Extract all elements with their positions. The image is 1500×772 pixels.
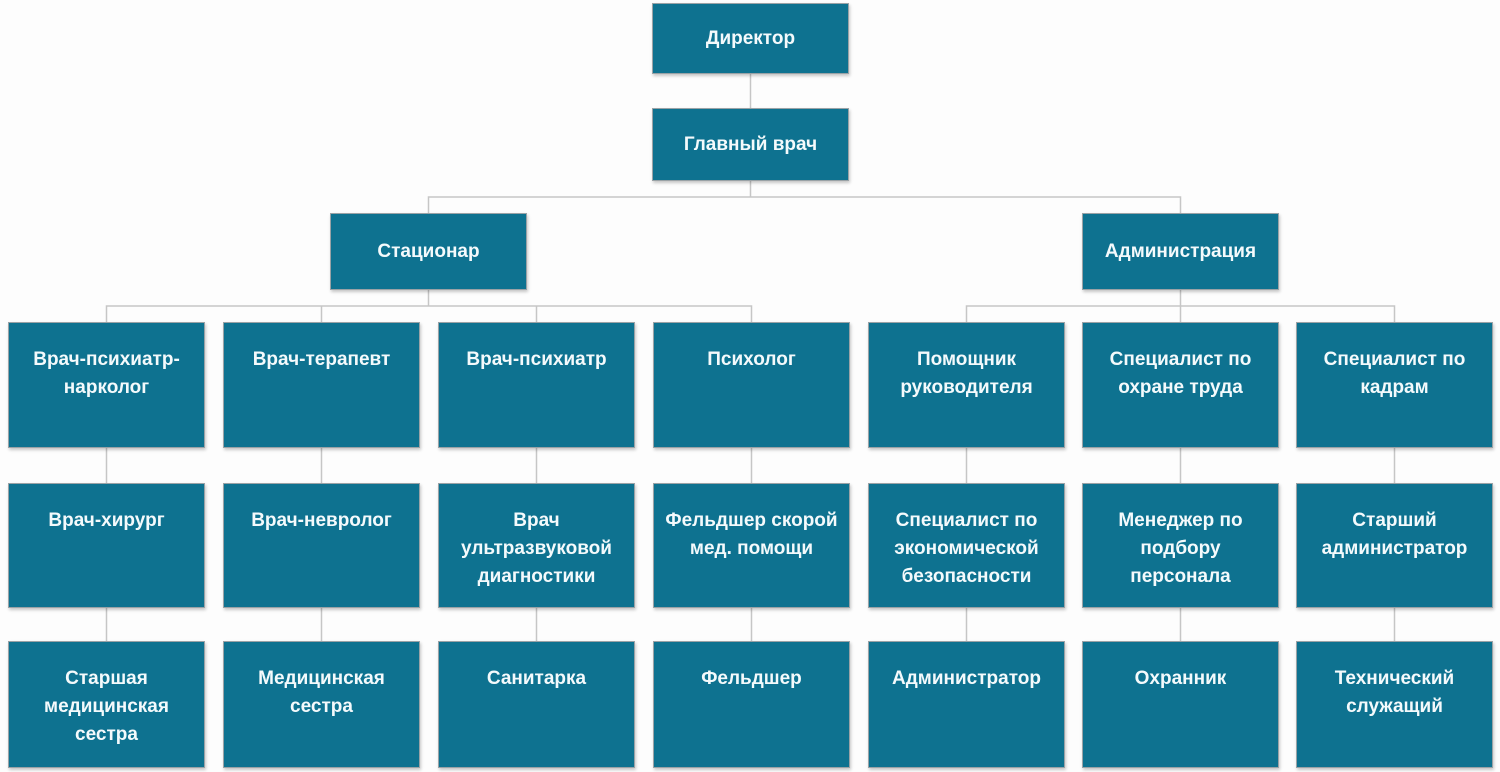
node-security-guard: Охранник: [1082, 641, 1279, 768]
node-label: Психолог: [707, 349, 796, 370]
node-label: Администрация: [1104, 240, 1257, 262]
node-label: Медицинская сестра: [258, 668, 385, 717]
node-label: Специалист по кадрам: [1323, 349, 1466, 398]
node-economic-security-specialist: Специалист по экономической безопасности: [868, 483, 1065, 608]
node-ultrasound-doctor: Врач ультразвуковой диагностики: [438, 483, 635, 608]
node-label: Менеджер по подбору персонала: [1118, 510, 1243, 587]
node-technical-worker: Технический служащий: [1296, 641, 1493, 768]
node-surgeon: Врач-хирург: [8, 483, 205, 608]
node-label: Фельдшер: [701, 668, 802, 689]
node-therapist: Врач-терапевт: [223, 322, 420, 448]
node-paramedic: Фельдшер: [653, 641, 850, 768]
node-nurse: Медицинская сестра: [223, 641, 420, 768]
node-label: Специалист по охране труда: [1109, 349, 1252, 398]
node-label: Фельдшер скорой мед. помощи: [665, 510, 838, 559]
node-label: Врач-невролог: [251, 510, 392, 531]
node-label: Администратор: [892, 668, 1041, 689]
node-director: Директор: [652, 3, 849, 74]
node-recruiting-manager: Менеджер по подбору персонала: [1082, 483, 1279, 608]
node-label: Санитарка: [486, 668, 587, 689]
node-label: Старшая медицинская сестра: [44, 668, 169, 745]
node-labor-safety-specialist: Специалист по охране труда: [1082, 322, 1279, 448]
node-label: Специалист по экономической безопасности: [894, 510, 1039, 587]
node-head-nurse: Старшая медицинская сестра: [8, 641, 205, 768]
node-assistant-to-head: Помощник руководителя: [868, 322, 1065, 448]
node-label: Врач-терапевт: [252, 349, 391, 370]
node-label: Врач-психиатр: [466, 349, 607, 370]
node-label: Главный врач: [683, 133, 818, 155]
node-label: Врач-психиатр-нарколог: [33, 349, 180, 398]
node-senior-administrator: Старший администратор: [1296, 483, 1493, 608]
node-label: Старший администратор: [1321, 510, 1468, 559]
node-chief-physician: Главный врач: [652, 108, 849, 181]
node-ambulance-paramedic: Фельдшер скорой мед. помощи: [653, 483, 850, 608]
node-label: Директор: [705, 27, 796, 49]
node-label: Технический служащий: [1334, 668, 1455, 717]
node-label: Врач-хирург: [48, 510, 165, 531]
node-psychiatrist-narcologist: Врач-психиатр-нарколог: [8, 322, 205, 448]
node-inpatient-dept: Стационар: [330, 213, 527, 290]
node-administration-dept: Администрация: [1082, 213, 1279, 290]
node-label: Стационар: [377, 240, 480, 262]
node-orderly: Санитарка: [438, 641, 635, 768]
node-neurologist: Врач-невролог: [223, 483, 420, 608]
node-administrator: Администратор: [868, 641, 1065, 768]
node-label: Врач ультразвуковой диагностики: [461, 510, 612, 587]
node-label: Помощник руководителя: [900, 349, 1033, 398]
node-psychiatrist: Врач-психиатр: [438, 322, 635, 448]
node-label: Охранник: [1134, 668, 1227, 689]
node-hr-specialist: Специалист по кадрам: [1296, 322, 1493, 448]
node-psychologist: Психолог: [653, 322, 850, 448]
